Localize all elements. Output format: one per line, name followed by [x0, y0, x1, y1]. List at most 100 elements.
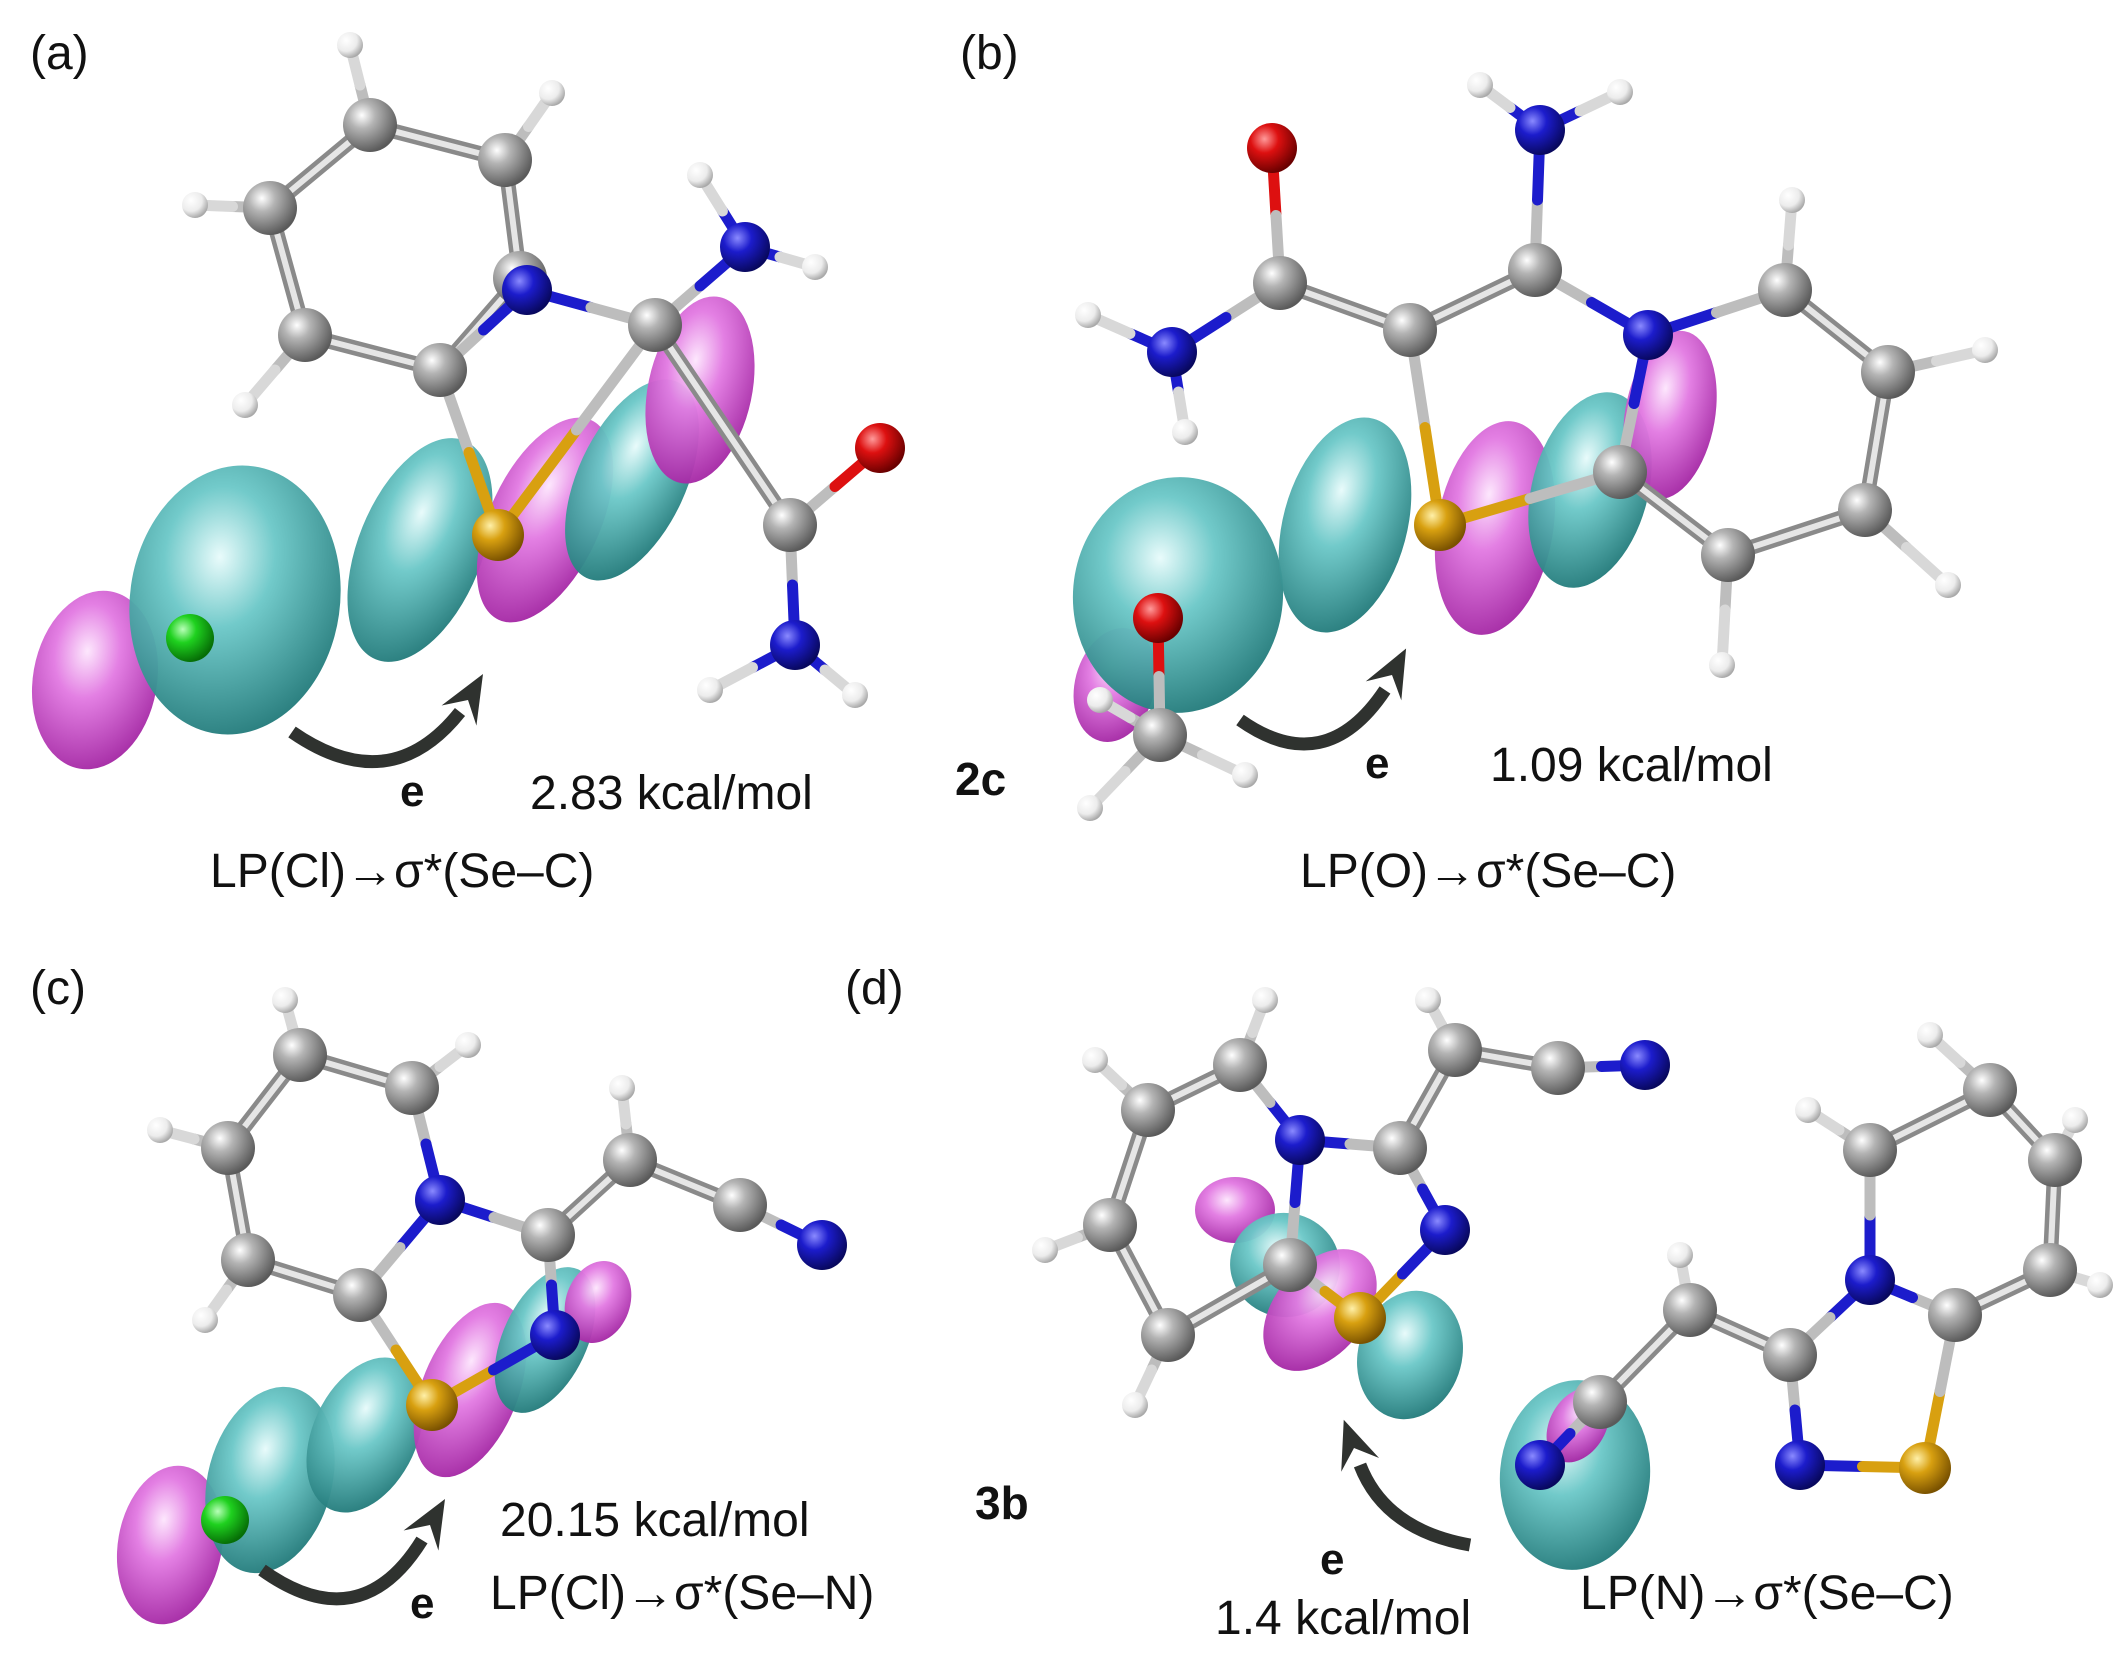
panel-a-hydrogen-atom [842, 682, 868, 708]
panel-a-carbon-atom [413, 343, 467, 397]
panel-d-carbon-atom [1373, 1121, 1427, 1175]
panel-d-hydrogen-atom [1122, 1392, 1148, 1418]
panel-c-carbon-atom [713, 1178, 767, 1232]
panel-b-arrow-shaft [1236, 686, 1391, 751]
panel-c-carbon-atom [333, 1268, 387, 1322]
panel-a-hydrogen-atom [687, 162, 713, 188]
panel-b-hydrogen-atom [1607, 79, 1633, 105]
panel-a-carbon-atom [763, 498, 817, 552]
panel-b-nitrogen-atom [1515, 105, 1565, 155]
panel-c-hydrogen-atom [147, 1117, 173, 1143]
panel-a-hydrogen-atom [539, 80, 565, 106]
panel-b-carbon-atom [1861, 345, 1915, 399]
panel-a-hydrogen-atom [182, 192, 208, 218]
panel-b-carbon-atom [1133, 708, 1187, 762]
panel-c-carbon-atom [273, 1028, 327, 1082]
panel-b-selenium-atom [1414, 499, 1466, 551]
panel-d-selenium-atom [1334, 1292, 1386, 1344]
panel-a-carbon-atom [343, 98, 397, 152]
panel-b-hydrogen-atom [1077, 795, 1103, 821]
panel-b-hydrogen-atom [1972, 337, 1998, 363]
panel-b-nitrogen-atom [1623, 310, 1673, 360]
panel-d-arrow-shaft [1353, 1462, 1472, 1552]
panel-d-nitrogen-atom [1515, 1440, 1565, 1490]
panel-c-carbon-atom [221, 1233, 275, 1287]
panel-d-carbon-atom [1428, 1023, 1482, 1077]
panel-a-chlorine-atom [166, 614, 214, 662]
panel-d-hydrogen-atom [1795, 1097, 1821, 1123]
panel-d-hydrogen-atom [1252, 987, 1278, 1013]
panel-b-oxygen-atom [1133, 593, 1183, 643]
panel-c-carbon-atom [385, 1061, 439, 1115]
panel-b-hydrogen-atom [1779, 187, 1805, 213]
panel-b-carbon-atom [1758, 263, 1812, 317]
panel-d-nitrogen-atom [1620, 1040, 1670, 1090]
panel-a-chlorine-lp-lobe-magenta [31, 590, 159, 770]
panel-b-carbon-atom [1701, 528, 1755, 582]
panel-b-hydrogen-atom [1935, 572, 1961, 598]
panel-a-hydrogen-atom [697, 677, 723, 703]
electron-label-c: e [410, 1579, 435, 1628]
panel-a-hydrogen-atom [337, 32, 363, 58]
panel-b-oxygen-lp-lobe-teal [1072, 477, 1284, 713]
panel-a-oxygen-atom [855, 423, 905, 473]
panel-d-nitrogen-atom [1775, 1440, 1825, 1490]
panel-b-carbon-atom [1838, 483, 1892, 537]
panel-d-carbon-atom [1663, 1283, 1717, 1337]
panel-b-sigma-lobe-magenta-1 [1434, 421, 1556, 635]
panel-a-carbon-atom [278, 308, 332, 362]
panel-a-chlorine-lp-lobe-teal [129, 465, 341, 735]
panel-d-carbon-atom [1213, 1038, 1267, 1092]
energy-label-b: 1.09 kcal/mol [1490, 739, 1773, 792]
panel-a-sigma-lobe-teal-1 [347, 438, 493, 662]
panel-a-hydrogen-atom [802, 254, 828, 280]
panel-c-hydrogen-atom [272, 987, 298, 1013]
panel-b-sigma-lobe-teal-1 [1278, 417, 1412, 633]
electron-label-d: e [1320, 1535, 1345, 1584]
panel-c-chlorine-atom [201, 1496, 249, 1544]
compound-label-c: 3b [975, 1477, 1029, 1529]
panel-b-hydrogen-atom [1232, 762, 1258, 788]
energy-label-a: 2.83 kcal/mol [530, 767, 813, 820]
panel-d-carbon-atom [1141, 1308, 1195, 1362]
panel-d-carbon-atom [1083, 1198, 1137, 1252]
panel-d-nitrogen-atom [1420, 1205, 1470, 1255]
panel-a-bond-highlight [652, 322, 793, 528]
panel-d-carbon-atom [1928, 1288, 1982, 1342]
panel-b-nitrogen-atom [1147, 327, 1197, 377]
panel-a-arrow-head [441, 674, 483, 726]
panel-d-carbon-atom [1531, 1041, 1585, 1095]
panel-d-arrow-head [1341, 1419, 1380, 1472]
panel-label-d: (d) [845, 962, 904, 1015]
panel-d-hydrogen-atom [1032, 1237, 1058, 1263]
panel-d-carbon-atom [1963, 1063, 2017, 1117]
panel-c-chlorine-lp-lobe-magenta [116, 1465, 224, 1625]
panel-c-hydrogen-atom [609, 1075, 635, 1101]
panel-a-arrow-shaft [288, 707, 466, 768]
panel-b-hydrogen-atom [1075, 302, 1101, 328]
panel-d-carbon-atom [1843, 1123, 1897, 1177]
panel-d-hydrogen-atom [1415, 987, 1441, 1013]
orbital-lobes [31, 296, 1717, 1625]
electron-label-b: e [1365, 739, 1390, 788]
panel-c-carbon-atom [521, 1208, 575, 1262]
panel-c-sigma-lobe-teal-1 [306, 1357, 424, 1513]
panel-a-nitrogen-atom [502, 265, 552, 315]
panel-c-hydrogen-atom [455, 1032, 481, 1058]
interaction-label-b: LP(O)→σ*(Se–C) [1300, 845, 1677, 898]
panel-c-nitrogen-atom [797, 1220, 847, 1270]
panel-a-carbon-atom [243, 181, 297, 235]
panel-d-nitrogen-lp-lobe-teal [1499, 1380, 1651, 1570]
panel-d-carbon-atom [1763, 1328, 1817, 1382]
panel-a-selenium-atom [472, 509, 524, 561]
panel-d-carbon-atom [2023, 1243, 2077, 1297]
compound-label-b: 2c [955, 753, 1007, 805]
panel-a-carbon-atom [628, 298, 682, 352]
panel-c-carbon-atom [201, 1121, 255, 1175]
panel-b-sigma-lobe-magenta-2 [1623, 330, 1717, 500]
panel-d-hydrogen-atom [1082, 1047, 1108, 1073]
panel-c-carbon-atom [603, 1133, 657, 1187]
interaction-label-a: LP(Cl)→σ*(Se–C) [210, 845, 595, 898]
panel-d-hydrogen-atom [1917, 1022, 1943, 1048]
